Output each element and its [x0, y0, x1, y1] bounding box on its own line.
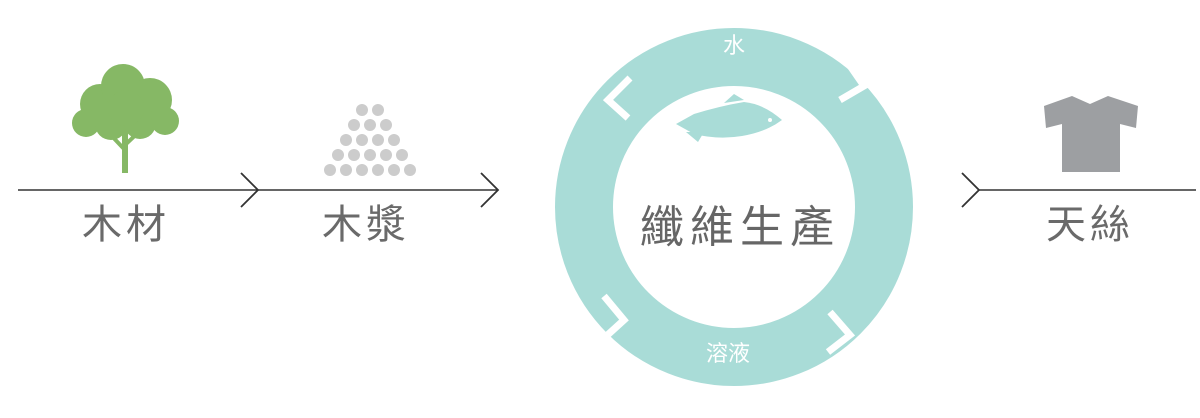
- flow-arrow-2: [258, 172, 500, 208]
- pulp-pile-icon: [324, 104, 416, 176]
- step-label-fiber-production: 纖維生產: [640, 202, 840, 253]
- flow-arrow-3: [961, 172, 1196, 208]
- cycle-label-solution: 溶液: [706, 342, 751, 367]
- step-label-tencel: 天絲: [1046, 202, 1134, 248]
- cycle-ring: [555, 28, 913, 386]
- fish-icon: [676, 94, 782, 142]
- step-label-pulp: 木漿: [322, 202, 410, 248]
- cycle-label-water: 水: [723, 34, 746, 59]
- tree-icon: [72, 64, 179, 173]
- tshirt-icon: [1044, 96, 1138, 172]
- step-label-wood: 木材: [82, 202, 170, 248]
